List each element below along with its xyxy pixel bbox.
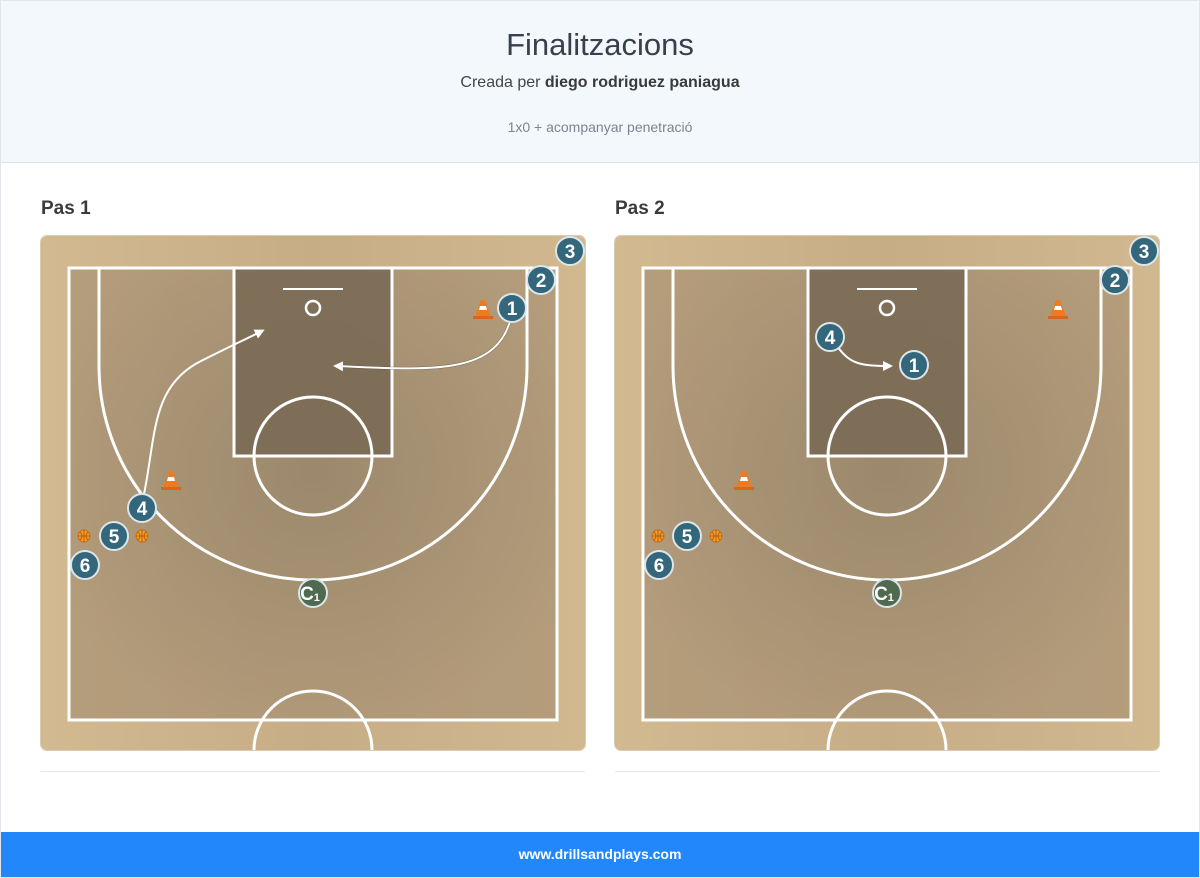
svg-text:6: 6 [654,556,665,577]
ball-icon [77,529,91,543]
step-2-court: 3 2 4 1 5 6 C1 [615,236,1159,750]
step-1-title: Pas 1 [41,198,91,219]
cutting-path-4 [836,345,893,371]
svg-text:2: 2 [1110,271,1121,292]
cutting-path-1 [333,317,513,372]
coach-c1[interactable]: C1 [872,578,902,608]
creator-name: diego rodriguez paniagua [544,74,740,91]
cutting-path-4 [143,329,265,495]
step-2-title: Pas 2 [615,198,665,219]
page-header: Finalitzacions Creada per diego rodrigue… [1,1,1199,163]
player-4[interactable]: 4 [127,493,157,523]
step-2-divider [615,771,1159,772]
creator-line: Creada per diego rodriguez paniagua [1,74,1199,92]
player-6[interactable]: 6 [644,550,674,580]
player-1[interactable]: 1 [497,293,527,323]
ball-icon [651,529,665,543]
drill-description: 1x0 + acompanyar penetració [507,119,693,135]
player-1[interactable]: 1 [899,350,929,380]
svg-text:5: 5 [682,527,693,548]
svg-text:3: 3 [565,242,576,263]
footer-link[interactable]: www.drillsandplays.com [518,846,682,862]
svg-text:C1: C1 [300,584,320,605]
player-2[interactable]: 2 [1100,265,1130,295]
player-2[interactable]: 2 [526,265,556,295]
svg-text:6: 6 [80,556,91,577]
svg-text:2: 2 [536,271,547,292]
player-5[interactable]: 5 [672,521,702,551]
svg-text:C1: C1 [874,584,894,605]
creator-prefix: Creada per [460,74,545,91]
player-5[interactable]: 5 [99,521,129,551]
ball-icon [709,529,723,543]
svg-text:3: 3 [1139,242,1150,263]
player-3[interactable]: 3 [555,236,585,266]
ball-icon [135,529,149,543]
site-footer: www.drillsandplays.com [1,832,1199,877]
player-6[interactable]: 6 [70,550,100,580]
svg-text:4: 4 [137,499,148,520]
step-1-court: 3 2 1 4 5 6 C1 [41,236,585,750]
svg-text:5: 5 [109,527,120,548]
step-1-divider [41,771,585,772]
svg-text:4: 4 [825,328,836,349]
player-4[interactable]: 4 [815,322,845,352]
page-title: Finalitzacions [506,27,694,62]
coach-c1[interactable]: C1 [298,578,328,608]
svg-text:1: 1 [507,299,518,320]
svg-text:1: 1 [909,356,920,377]
player-3[interactable]: 3 [1129,236,1159,266]
